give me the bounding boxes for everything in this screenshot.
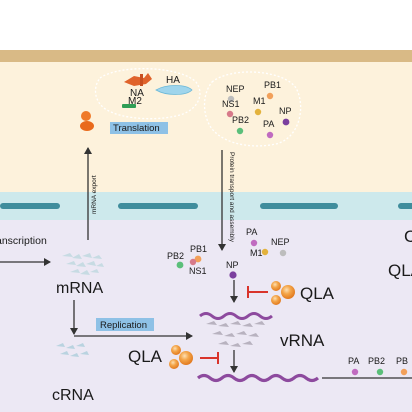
cell-membrane bbox=[0, 50, 412, 62]
outside-region bbox=[0, 0, 412, 52]
translation-label: Translation bbox=[113, 123, 160, 134]
m1-label-mid: M1 bbox=[250, 248, 263, 258]
nuclear-pores bbox=[0, 203, 412, 209]
np-label-top: NP bbox=[279, 106, 292, 116]
translation-label-box bbox=[110, 122, 168, 134]
nep-protein-top bbox=[227, 95, 235, 103]
np-protein-top bbox=[282, 118, 290, 126]
pa-protein-top bbox=[266, 131, 274, 139]
protein-transport-label: Protein transport and assembly bbox=[228, 152, 235, 243]
crna-strands bbox=[56, 343, 89, 357]
ha-protein-icon bbox=[155, 85, 193, 95]
nucleus-region bbox=[0, 220, 412, 412]
pb1-protein-top bbox=[266, 92, 274, 100]
cytoplasm-region bbox=[0, 62, 412, 192]
vrna-strand-top bbox=[199, 312, 273, 320]
qla-molecules-upper bbox=[271, 281, 295, 305]
na-protein-icon bbox=[124, 73, 152, 86]
transcription-label: anscription bbox=[0, 235, 47, 247]
right-cut-label-upper: C bbox=[404, 227, 412, 246]
ns1-protein-mid bbox=[189, 258, 197, 266]
vesicle-outline bbox=[94, 67, 201, 120]
nuclear-envelope bbox=[0, 192, 412, 220]
pb2-label-bottom: PB2 bbox=[368, 356, 385, 366]
inhibition-marker-lower bbox=[200, 352, 219, 364]
pb2-label-top: PB2 bbox=[232, 115, 249, 125]
pb-label-bottom: PB bbox=[396, 356, 408, 366]
pa-label-bottom: PA bbox=[348, 356, 359, 366]
ns1-protein-top bbox=[226, 110, 234, 118]
mrna-export-label: mRNA export bbox=[91, 175, 98, 214]
m2-label: M2 bbox=[128, 96, 142, 107]
pa-protein-mid bbox=[250, 239, 258, 247]
pb2-protein-top bbox=[236, 127, 244, 135]
pb2-protein-bottom bbox=[376, 368, 384, 376]
vrna-strand-bottom bbox=[196, 373, 320, 383]
pb1-label-top: PB1 bbox=[264, 80, 281, 90]
nep-label-mid: NEP bbox=[271, 237, 290, 247]
pa-label-mid: PA bbox=[246, 227, 257, 237]
nep-label-top: NEP bbox=[226, 84, 245, 94]
pb2-label-mid: PB2 bbox=[167, 251, 184, 261]
na-label: NA bbox=[130, 88, 144, 99]
ha-label: HA bbox=[166, 75, 180, 86]
pb1-protein-mid bbox=[194, 255, 202, 263]
protein-cluster-outline bbox=[203, 71, 302, 147]
mrna-strands bbox=[62, 253, 104, 275]
ribosome-icon bbox=[80, 111, 94, 131]
qla-label-upper: QLA bbox=[300, 284, 335, 303]
pa-protein-bottom bbox=[351, 368, 359, 376]
pb2-protein-mid bbox=[176, 261, 184, 269]
vrna-label: vRNA bbox=[280, 331, 325, 350]
replication-label: Replication bbox=[100, 320, 147, 331]
pb1-label-mid: PB1 bbox=[190, 244, 207, 254]
m1-protein-top bbox=[254, 108, 262, 116]
ns1-label-top: NS1 bbox=[222, 99, 240, 109]
inhibition-marker-upper bbox=[247, 286, 268, 298]
qla-label-lower: QLA bbox=[128, 347, 163, 366]
nep-protein-mid bbox=[279, 249, 287, 257]
pb-protein-bottom bbox=[400, 368, 408, 376]
crna-label: cRNA bbox=[52, 387, 94, 404]
ns1-label-mid: NS1 bbox=[189, 266, 207, 276]
mrna-label: mRNA bbox=[56, 280, 103, 297]
vrna-nucleotides bbox=[206, 321, 265, 347]
right-cut-label-lower: QLA bbox=[388, 261, 412, 280]
pa-label-top: PA bbox=[263, 119, 274, 129]
qla-molecules-lower bbox=[169, 345, 193, 369]
m2-protein-icon bbox=[122, 104, 136, 108]
m1-protein-mid bbox=[261, 248, 269, 256]
m1-label-top: M1 bbox=[253, 96, 266, 106]
replication-label-box bbox=[96, 318, 154, 331]
np-protein-mid bbox=[229, 271, 237, 279]
np-label-mid: NP bbox=[226, 260, 239, 270]
